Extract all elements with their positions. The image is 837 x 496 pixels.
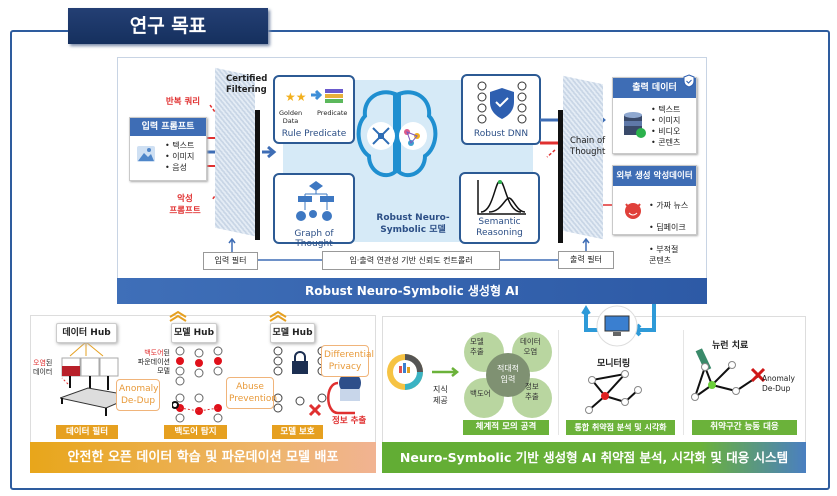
- abuse-prevention-tag: Abuse Prevention: [226, 377, 277, 409]
- chip-model-protection: 모델 보호: [272, 425, 323, 439]
- model-label: Robust Neuro- Symbolic 모델: [376, 213, 450, 235]
- certified-filtering-label: Certified Filtering: [226, 74, 268, 95]
- contaminated-suffix: 된 데이터: [33, 359, 53, 376]
- backdoor-model-label: 백도어된 파운데이션 모델: [132, 349, 170, 376]
- robust-dnn-card: Robust DNN: [461, 74, 541, 145]
- anomaly-dedup-tag: Anomaly De-Dup: [116, 379, 160, 411]
- chip-data-filter: 데이터 필터: [56, 425, 118, 439]
- repeat-query-label: 반복 쿼리: [165, 97, 201, 107]
- golden-data-stars-icon: ★★: [285, 89, 343, 104]
- gear-backdoor: 백도어: [470, 389, 491, 398]
- semantic-reasoning-card: Semantic Reasoning: [459, 172, 540, 244]
- brain-icon: [356, 90, 438, 178]
- filter-wall-edge: [255, 110, 260, 240]
- differential-privacy-tag: Differential Privacy: [321, 345, 374, 377]
- output-data-title: 출력 데이터: [613, 78, 696, 98]
- database-check-icon: [624, 112, 646, 138]
- svg-text:★★: ★★: [285, 90, 307, 104]
- output-data-box: 출력 데이터 텍스트 이미지 비디오 콘텐츠: [612, 74, 697, 154]
- cot-wall-edge: [558, 110, 563, 243]
- gear-data-poisoning: 데이터 오염: [520, 337, 541, 356]
- knowledge-provision-label: 지식 제공: [433, 385, 448, 405]
- controller-label: 입·출력 연관성 기반 신뢰도 컨트롤러: [322, 251, 500, 270]
- output-item: 비디오: [651, 126, 680, 137]
- bottom-left-bar-label: 안전한 오픈 데이터 학습 및 파운데이션 모델 배포: [30, 442, 376, 473]
- model-protection-illustration: [273, 346, 361, 417]
- predicate-label: Predicate: [317, 109, 348, 117]
- knowledge-gauge-icon: [387, 354, 460, 390]
- output-item: 이미지: [651, 115, 680, 126]
- flowchart-icon: [296, 181, 334, 221]
- chip-backdoor-detection: 백도어 탐지: [164, 425, 227, 439]
- gear-model-extraction: 모델 추출: [470, 337, 484, 356]
- outer-frame: [10, 30, 830, 490]
- output-item: 텍스트: [651, 104, 680, 115]
- backdoor-prefix: 백도어: [144, 349, 164, 357]
- gear-info-extraction: 정보 추출: [525, 382, 539, 401]
- output-filter-label: 출력 필터: [558, 251, 614, 269]
- graph-of-thought-label: Graph of Thought: [294, 229, 334, 249]
- controller-line-left: [258, 259, 322, 261]
- vulnerability-graph-icon: [585, 370, 642, 414]
- input-item: 이미지: [165, 151, 194, 162]
- backdoor-network-icon: [172, 346, 223, 423]
- malicious-item: 딥페이크: [649, 222, 688, 233]
- distribution-chart-icon: [477, 180, 526, 215]
- top-bar-label: Robust Neuro-Symbolic 생성형 AI: [117, 278, 707, 304]
- monitoring-label: 모니터링: [597, 359, 631, 369]
- neuron-treatment-graph-icon: [691, 348, 766, 401]
- page-title: 연구 목표: [68, 8, 268, 44]
- chip-vulnerability-analysis: 통합 취약점 분석 및 시각화: [566, 420, 675, 435]
- gear-adversarial-input: 적대적 입력: [496, 364, 520, 384]
- rule-predicate-card: ★★ Golden Data Predicate Rule Predicate: [273, 75, 355, 144]
- shield-network-icon: [477, 81, 527, 124]
- shield-check-icon: [683, 74, 695, 88]
- contaminated-data-label: 오염된 데이터: [33, 359, 52, 377]
- neuron-treatment-label: 뉴런 치료: [712, 341, 749, 351]
- malicious-item: 부적절 콘텐츠: [649, 244, 688, 266]
- external-malicious-box: 외부 생성 악성데이터 가짜 뉴스 딥페이크 부적절 콘텐츠: [612, 165, 697, 265]
- external-malicious-title: 외부 생성 악성데이터: [613, 166, 696, 186]
- monitoring-loop-icon: [581, 302, 656, 347]
- data-hub: 데이터 Hub: [56, 323, 117, 343]
- input-filter-label: 입력 필터: [203, 252, 258, 270]
- model-hub-1: 모델 Hub: [171, 323, 217, 343]
- graph-of-thought-card: Graph of Thought: [273, 173, 355, 249]
- divider: [558, 330, 559, 435]
- input-filter-arrow: [228, 238, 236, 252]
- up-chevrons-icon: [169, 310, 287, 322]
- contaminated-prefix: 오염: [33, 359, 46, 367]
- input-prompt-title: 입력 프롬프트: [130, 118, 206, 136]
- malicious-prompt-label: 악성 프롬프트: [169, 194, 201, 216]
- input-prompt-box: 입력 프롬프트 텍스트 이미지 음성: [129, 117, 207, 181]
- backdoor-suffix: 된 파운데이션 모델: [137, 349, 170, 375]
- golden-data-label: Golden Data: [279, 109, 303, 125]
- rule-predicate-label: Rule Predicate: [281, 129, 347, 139]
- controller-line-right: [500, 259, 558, 261]
- chain-of-thought-label: Chain of Thought: [570, 136, 606, 157]
- chip-active-response: 취약구간 능동 대응: [692, 420, 797, 435]
- image-icon: [137, 146, 155, 162]
- output-filter-arrow: [582, 238, 590, 252]
- output-item: 콘텐츠: [651, 137, 680, 148]
- divider: [683, 330, 684, 435]
- input-item: 음성: [165, 162, 194, 173]
- chip-systematic-attack: 체계적 모의 공격: [463, 420, 549, 435]
- semantic-reasoning-label: Semantic Reasoning: [476, 217, 523, 238]
- input-item: 텍스트: [165, 140, 194, 151]
- model-hub-2: 모델 Hub: [270, 323, 315, 343]
- bottom-right-bar-label: Neuro-Symbolic 기반 생성형 AI 취약점 분석, 시각화 및 대…: [382, 442, 806, 473]
- devil-face-icon: [625, 203, 641, 219]
- robust-dnn-label: Robust DNN: [473, 129, 529, 139]
- data-filter-illustration: [60, 341, 136, 416]
- anomaly-dedup-label: Anomaly De-Dup: [762, 374, 795, 393]
- malicious-item: 가짜 뉴스: [649, 200, 688, 211]
- attack-gears-icon: [464, 332, 552, 418]
- info-extraction-label: 정보 추출: [332, 416, 367, 426]
